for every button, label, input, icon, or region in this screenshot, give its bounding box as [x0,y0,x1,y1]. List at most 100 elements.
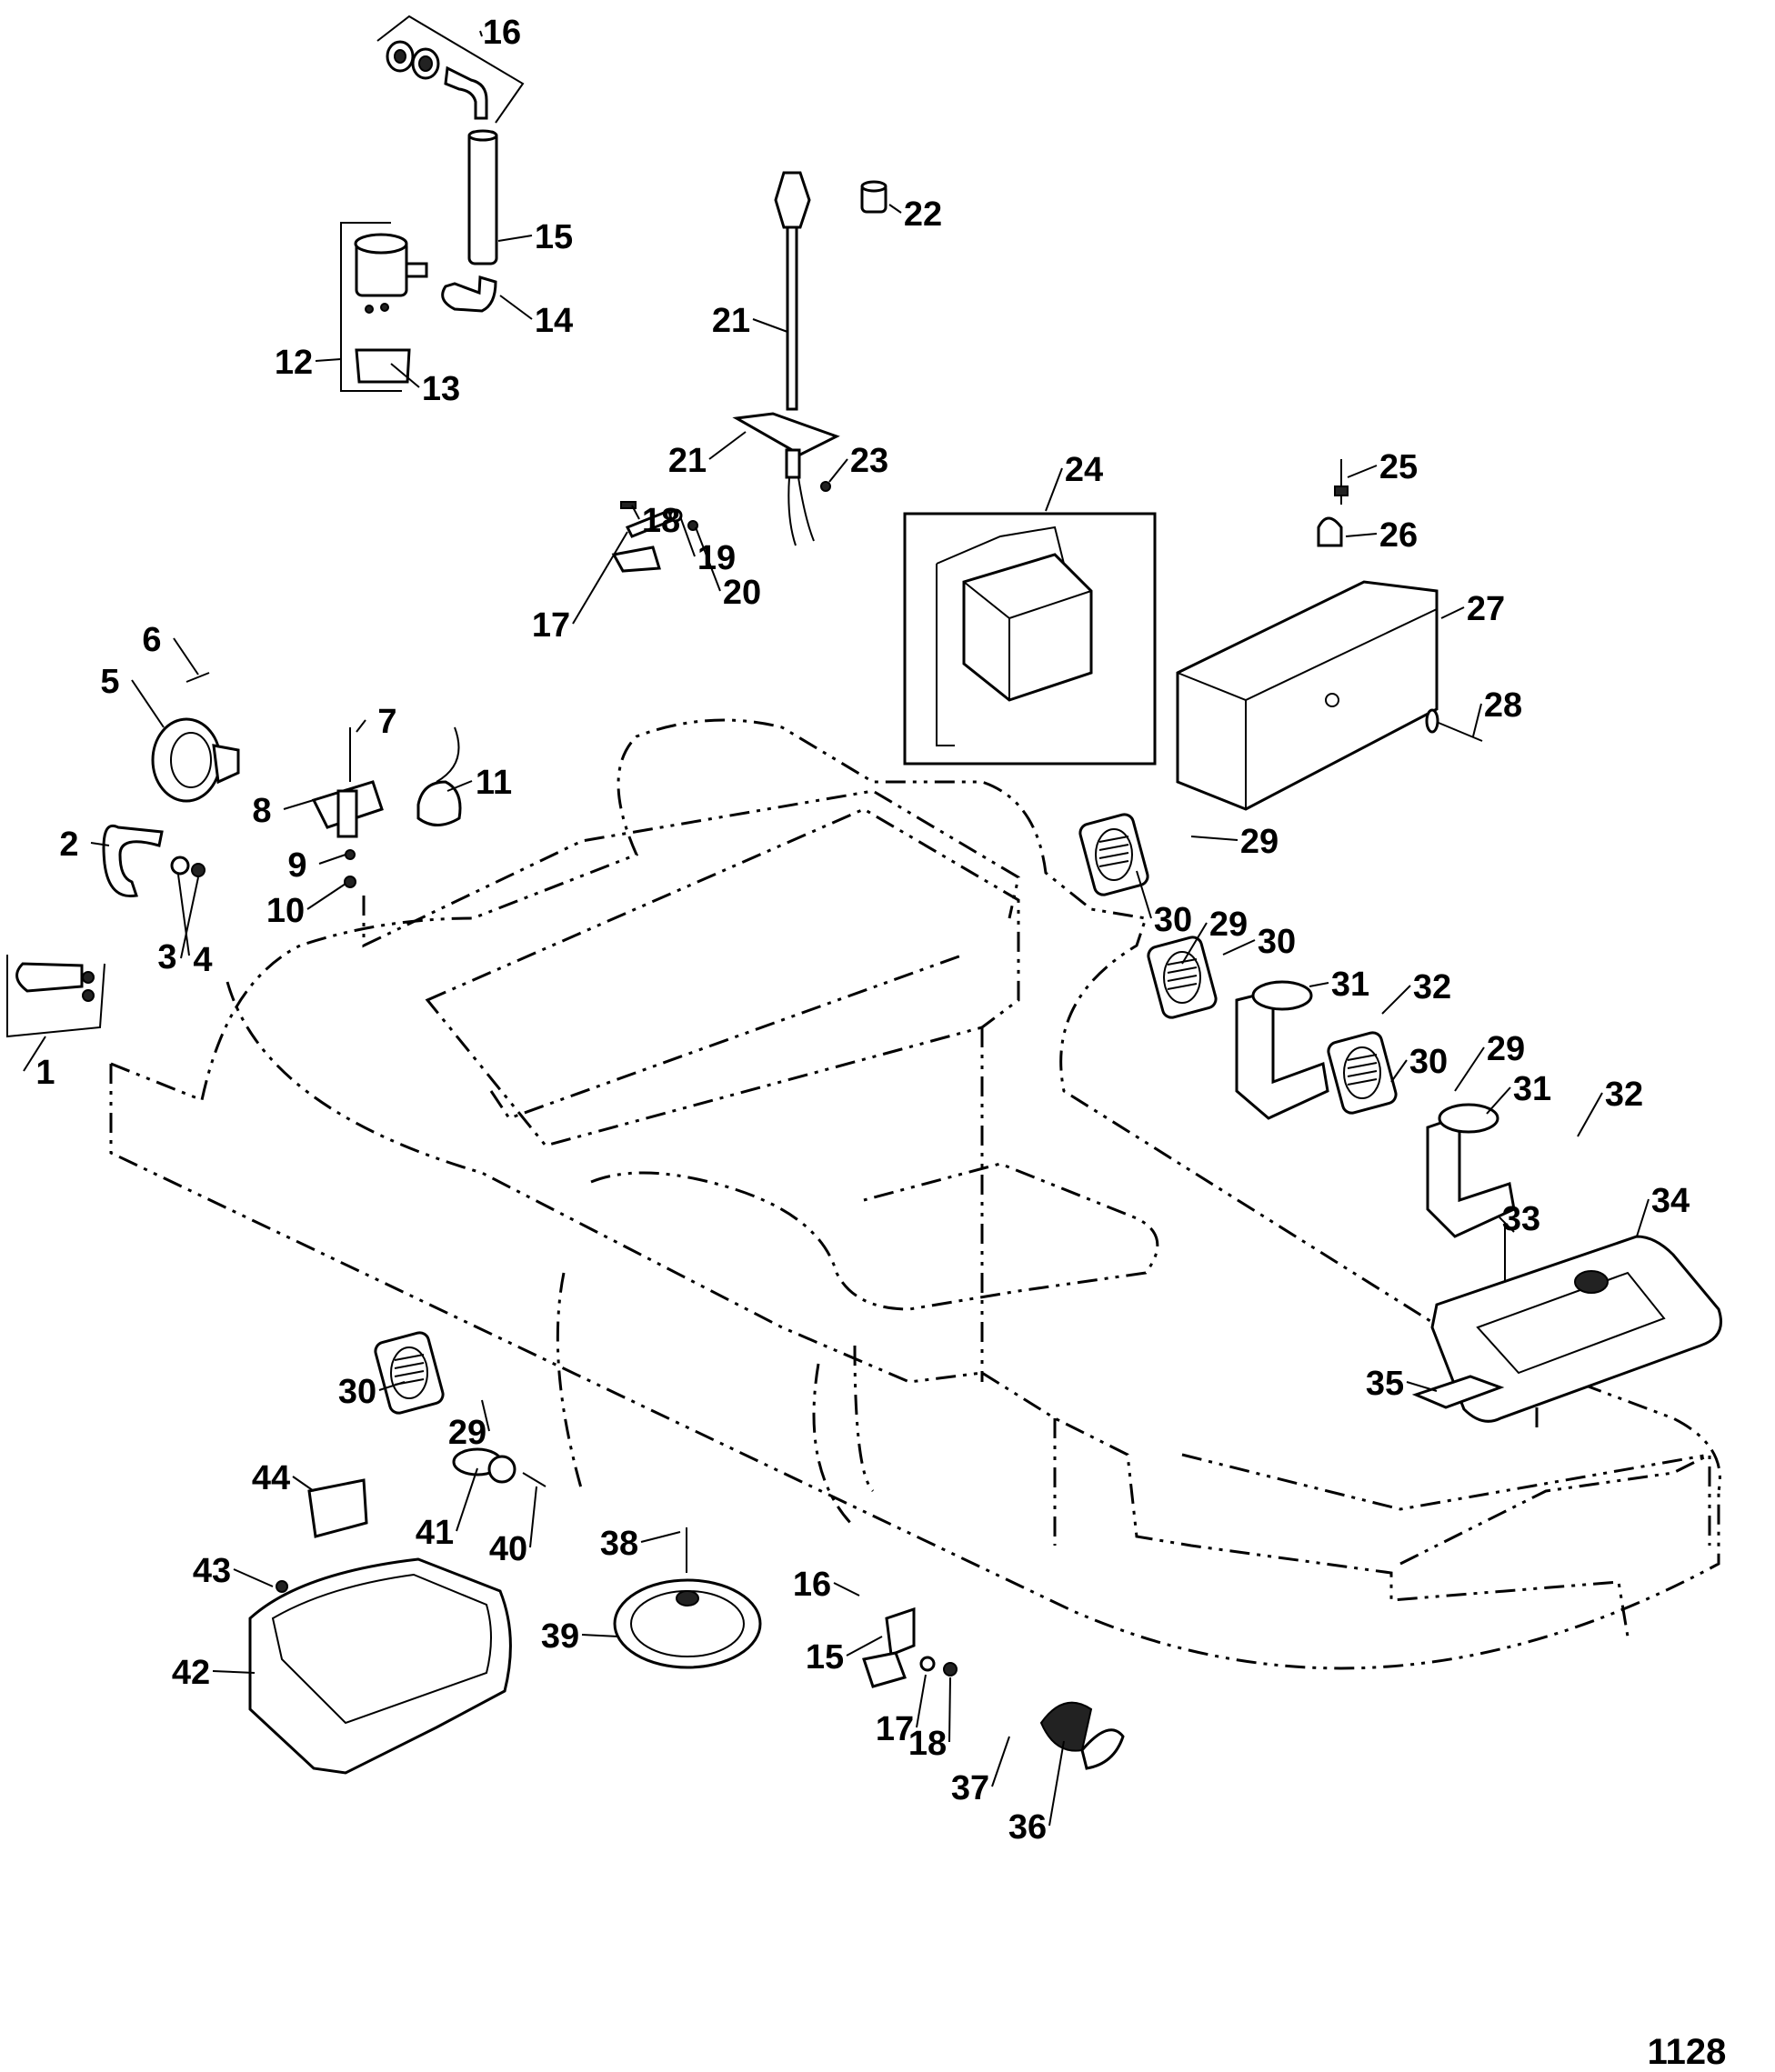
callout-34: 34 [1651,1182,1690,1220]
leader-line [173,637,199,676]
leader-line [1636,1198,1650,1237]
leader-line [640,1531,681,1543]
vent [1078,813,1149,896]
callout-39: 39 [541,1617,579,1656]
callout-31: 31 [1513,1070,1551,1108]
callout-3: 3 [157,938,176,976]
callout-17: 17 [876,1710,914,1748]
callout-24: 24 [1065,451,1103,489]
drain-41 [452,1447,516,1484]
callout-40: 40 [489,1530,527,1568]
leader-line [1222,939,1256,956]
callout-10: 10 [266,892,305,930]
leader-line [888,204,902,214]
bracket-15 [862,1607,958,1688]
leader-line [708,431,747,460]
callout-18: 18 [908,1725,947,1763]
leader-line [572,531,628,625]
rivet-25 [1334,459,1349,505]
callout-30: 30 [1258,923,1296,961]
leader-line [446,780,473,792]
leader-line [1577,1092,1603,1137]
battery-box-24 [903,512,1157,766]
callout-37: 37 [951,1769,989,1807]
callout-25: 25 [1379,448,1418,486]
callout-15: 15 [806,1638,844,1677]
screw-43 [276,1580,288,1593]
callout-12: 12 [275,344,313,382]
callout-23: 23 [850,442,888,480]
decal-35 [1411,1375,1505,1409]
leader-line [1190,836,1238,841]
leader-line [1440,606,1465,619]
leader-line [499,295,533,320]
callout-22: 22 [904,195,942,234]
leader-lines [23,30,1650,1827]
screw-40 [522,1472,547,1487]
hose-15 [467,129,498,265]
callout-41: 41 [416,1514,454,1552]
leader-line [180,876,199,959]
leader-line [1136,870,1152,919]
leader-line [1390,1059,1408,1083]
callout-30: 30 [1154,901,1192,939]
callout-13: 13 [422,370,460,408]
leader-line [456,1467,478,1532]
leader-line [1472,703,1482,737]
callout-29: 29 [1209,906,1248,944]
leader-line [481,1399,490,1432]
cap-22 [860,180,888,214]
callout-30: 30 [1409,1043,1448,1081]
clip-26 [1317,516,1343,547]
leader-line [283,799,315,810]
callout-11: 11 [476,764,512,802]
leader-line [581,1634,619,1637]
callout-38: 38 [600,1525,638,1563]
vent [1327,1031,1398,1115]
bilge-pump-12 [340,222,428,392]
callout-14: 14 [535,302,573,340]
callout-29: 29 [1487,1030,1525,1068]
antenna-rod-21 [732,171,840,546]
vent [1147,936,1218,1019]
leader-line [318,854,346,865]
leader-line [1181,922,1208,965]
leader-line [177,874,190,956]
callout-42: 42 [172,1654,210,1692]
leader-line [1347,465,1378,478]
leader-line [948,1677,951,1743]
cap-11 [416,726,462,826]
screw-23 [820,481,831,492]
leader-line [529,1486,537,1548]
callout-15: 15 [535,218,573,256]
deck-plate-39 [613,1578,762,1669]
leader-line [356,719,366,733]
hull-outline [109,718,1721,1670]
cup-holder-31 [1235,980,1516,1238]
leader-line [631,505,640,520]
clamp-17 [611,501,698,573]
callout-20: 20 [723,574,761,612]
leader-line [390,363,420,388]
leader-line [916,1674,927,1728]
callout-21: 21 [712,302,750,340]
light-36 [1039,1701,1125,1770]
leader-line [90,842,110,846]
leader-line [233,1568,274,1587]
callout-44: 44 [252,1459,290,1497]
leader-line [1345,533,1378,537]
vents-30 [374,813,1398,1415]
callout-31: 31 [1331,966,1369,1004]
callout-30: 30 [338,1373,376,1411]
callout-2: 2 [59,826,78,864]
callout-32: 32 [1605,1076,1643,1114]
elbow-14 [441,275,497,313]
callout-16: 16 [483,14,521,52]
leader-line [1045,467,1063,512]
leader-line [292,1476,315,1492]
vent [374,1331,445,1415]
cleat-1 [6,955,105,1038]
leader-line [828,458,848,483]
